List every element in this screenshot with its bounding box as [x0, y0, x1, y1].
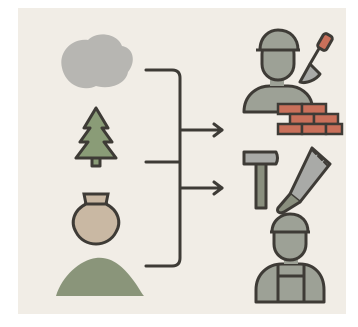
- saw-icon: [276, 146, 332, 215]
- arrow-upper: [178, 122, 224, 138]
- hammer-icon: [242, 150, 279, 210]
- stone-icon: [61, 34, 133, 89]
- bricklayer-worker-icon: [242, 28, 314, 114]
- trowel-icon: [298, 32, 334, 84]
- tree-icon: [74, 106, 118, 168]
- clay-pot-icon: [71, 192, 121, 246]
- sand-pile-icon: [56, 257, 144, 296]
- brick-stack-icon: [276, 102, 344, 136]
- arrow-lower: [178, 180, 224, 196]
- worker-overalls-icon: [254, 212, 326, 304]
- connector-bracket: [144, 68, 182, 268]
